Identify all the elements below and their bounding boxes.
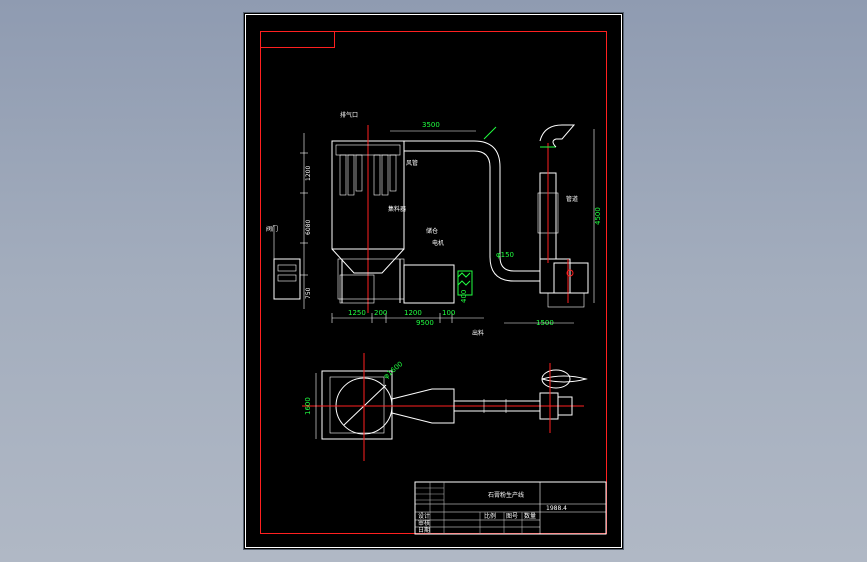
- dim-750: 750: [305, 287, 312, 299]
- plan-transition: [391, 388, 455, 424]
- cell-qty: 数量: [524, 512, 536, 520]
- elbow-dim-leader: [483, 126, 497, 140]
- cabinet-panel-1: [277, 264, 297, 272]
- sheet-outer-border: [245, 14, 622, 548]
- support-frame: [337, 258, 405, 300]
- cell-review: 审核: [418, 519, 430, 527]
- title-block: 石膏粉生产线 1988.4 设计 审核 日期 比例 图号 数量: [414, 481, 607, 535]
- feeder-body: [403, 264, 455, 304]
- dim-4500: 4500: [594, 207, 602, 225]
- label-collector: 集料器: [388, 205, 406, 213]
- cell-date: 日期: [418, 526, 430, 534]
- label-exhaust-port: 排气口: [340, 111, 358, 119]
- plan-collector-frame: [321, 370, 393, 440]
- plan-motor: [557, 396, 573, 416]
- corner-label-box: [260, 31, 335, 48]
- label-silo: 储仓: [426, 227, 438, 235]
- label-stack: 管道: [566, 195, 578, 203]
- feeder-spring: [457, 270, 473, 296]
- cell-scale: 比例: [484, 512, 496, 520]
- rotary-valve: [339, 274, 375, 304]
- top-duct-outer: [404, 140, 501, 257]
- lower-duct-inner: [499, 256, 540, 272]
- dim-1250: 1250: [348, 309, 366, 317]
- label-motor: 电机: [432, 239, 444, 247]
- plan-diameter-line: [343, 384, 387, 426]
- plan-exhaust-cap: [541, 369, 571, 389]
- dim-1200b: 1200: [404, 309, 422, 317]
- fan-base: [547, 292, 585, 308]
- plan-cap-cone: [541, 375, 588, 383]
- control-cabinet: [273, 258, 301, 300]
- cad-drawing: 1200 6080 750 3500 φ150 4500 管道 400: [245, 14, 622, 548]
- fan-shaft-mark: [566, 269, 574, 277]
- dim-side: 400: [460, 290, 468, 303]
- filter-hopper: [331, 248, 405, 274]
- dim-phi150: φ150: [496, 251, 514, 259]
- cell-number: 图号: [506, 513, 518, 520]
- drawing-number: 1988.4: [546, 505, 567, 512]
- exhaust-cap: [539, 124, 576, 148]
- label-duct: 风管: [406, 159, 418, 167]
- dim-200: 200: [374, 309, 387, 317]
- dim-1200: 1200: [305, 166, 312, 181]
- lower-duct: [489, 256, 540, 282]
- cabinet-panel-2: [277, 274, 297, 282]
- label-valve: 阀门: [266, 225, 278, 233]
- dim-100: 100: [442, 309, 455, 317]
- title-block-frame: [414, 481, 607, 535]
- drawing-title: 石膏粉生产线: [488, 491, 524, 499]
- drawing-sheet: 1200 6080 750 3500 φ150 4500 管道 400: [244, 13, 623, 549]
- fan-housing: [539, 258, 571, 294]
- plan-collector-inner: [329, 376, 385, 434]
- dim-3500: 3500: [422, 121, 440, 129]
- cell-design: 设计: [418, 512, 430, 520]
- sheet-inner-frame: [260, 31, 607, 534]
- fan-motor: [553, 262, 589, 294]
- dim-9500: 9500: [416, 319, 434, 327]
- label-outlet: 出料: [472, 329, 484, 337]
- dim-1600: 1600: [304, 397, 312, 415]
- filter-header: [335, 144, 401, 156]
- filter-bags: [339, 154, 397, 196]
- dim-6080: 6080: [305, 220, 312, 235]
- elevation-view: 1200 6080 750 3500 φ150 4500 管道 400: [266, 111, 602, 337]
- dim-phi1600: φ1600: [382, 360, 404, 381]
- top-duct: [404, 150, 491, 257]
- plan-view: φ1600 1600: [302, 353, 588, 461]
